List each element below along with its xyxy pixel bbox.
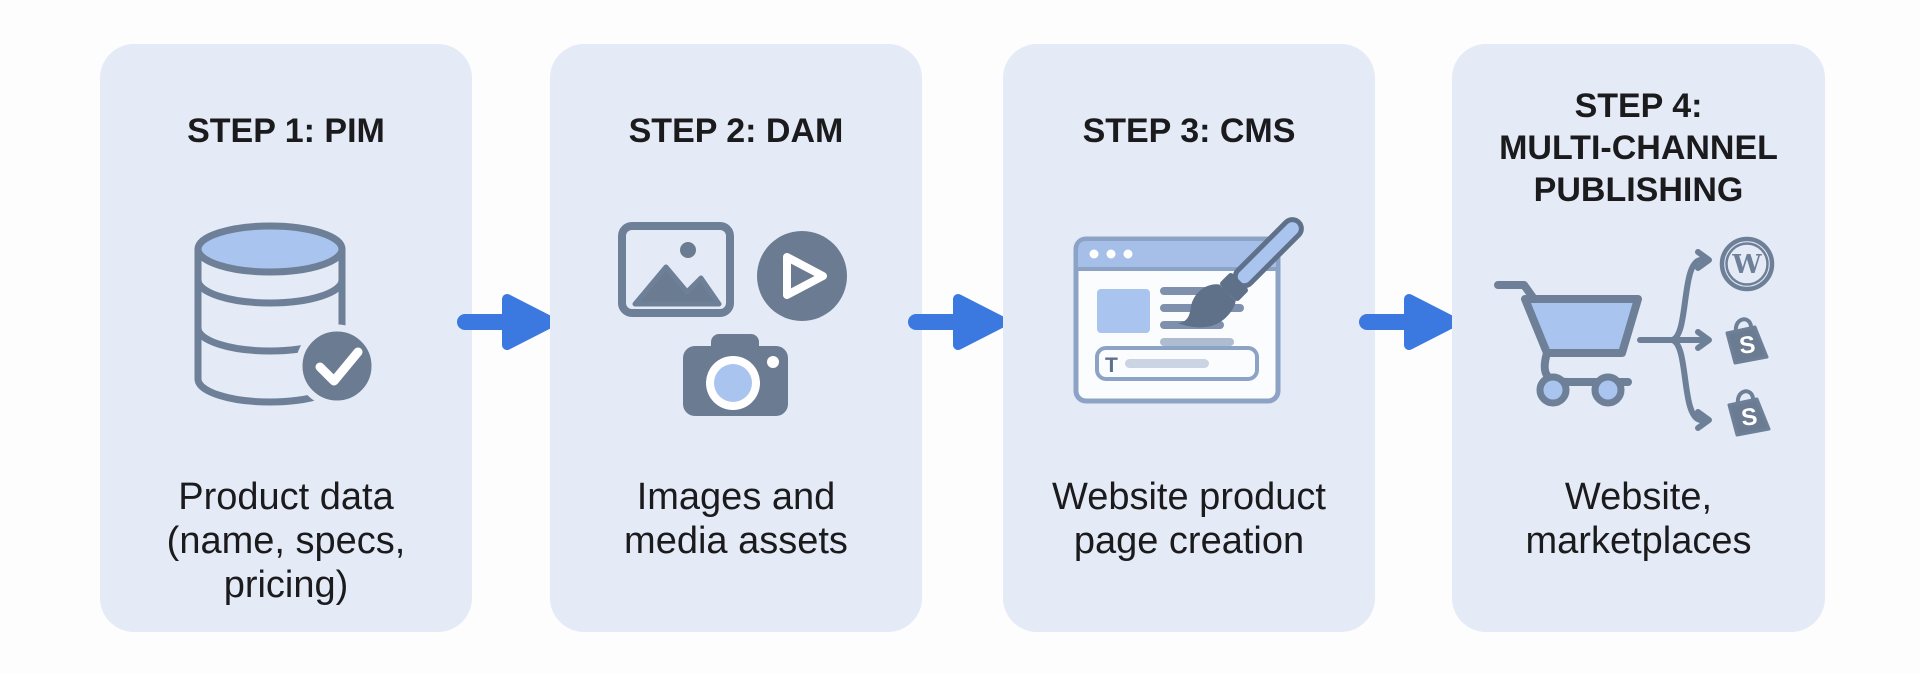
text-input-line — [1125, 359, 1209, 368]
desc-line: Website, — [1564, 476, 1713, 518]
desc-line: Images and — [636, 476, 836, 518]
check-icon — [315, 347, 363, 386]
step-4-title-line: PUBLISHING — [1533, 171, 1744, 209]
step-4-title-line: MULTI-CHANNEL — [1499, 129, 1778, 167]
shopping-cart-icon — [1494, 281, 1642, 407]
branch-arrowhead — [1695, 329, 1712, 351]
database-top — [194, 222, 346, 276]
check-badge — [295, 324, 379, 408]
wordpress-outer-circle — [1719, 236, 1775, 292]
wordpress-letter: W — [1731, 250, 1762, 280]
content-text-line — [1160, 338, 1234, 346]
titlebar-dot — [1123, 249, 1133, 259]
brush-ferrule — [1220, 273, 1248, 301]
image-frame — [618, 222, 734, 317]
shopify-icon: S — [1727, 389, 1771, 437]
shopify-bag — [1725, 325, 1769, 365]
database-band-1 — [194, 276, 346, 307]
step-3-title: STEP 3: CMS — [1003, 111, 1375, 151]
shopify-letter: S — [1740, 403, 1759, 432]
flow-arrow-icon — [1359, 294, 1459, 350]
step-card-1: STEP 1: PIM Product data (name, specs, p… — [100, 44, 472, 632]
arrow-head — [1404, 294, 1459, 350]
media-assets-icon — [618, 222, 847, 416]
cart-wheel — [1536, 373, 1570, 407]
text-input-letter: T — [1105, 354, 1118, 377]
brush-bristles — [1177, 284, 1236, 328]
cart-channels-icon: W S S — [1494, 236, 1775, 437]
step-2-title-line: STEP 2: DAM — [628, 112, 844, 150]
desc-line: Website product — [1052, 476, 1326, 518]
step-4-description: Website, marketplaces — [1452, 475, 1825, 563]
database-check-icon — [194, 222, 379, 408]
titlebar-dot — [1106, 249, 1116, 259]
step-2-title: STEP 2: DAM — [550, 111, 922, 151]
wordpress-inner-circle — [1725, 242, 1769, 286]
cart-handle — [1494, 281, 1538, 303]
step-card-2: STEP 2: DAM Images and media assets — [550, 44, 922, 632]
play-circle — [757, 231, 847, 321]
flow-arrow-icon — [457, 294, 557, 350]
branch-line-down — [1669, 337, 1707, 423]
arrow-head — [953, 294, 1008, 350]
step-4-title: STEP 4: MULTI-CHANNEL PUBLISHING — [1452, 85, 1825, 211]
shopify-icon: S — [1725, 317, 1769, 365]
play-icon — [757, 231, 847, 321]
camera-icon — [683, 334, 788, 416]
shopify-bag-handle — [1735, 389, 1755, 406]
browser-window-icon: T — [1073, 236, 1281, 404]
desc-line: pricing) — [223, 564, 349, 606]
desc-line: marketplaces — [1525, 520, 1752, 562]
image-mountains — [632, 264, 722, 307]
step-3-description: Website product page creation — [1003, 475, 1375, 563]
image-sun — [680, 242, 696, 258]
shopify-letter: S — [1738, 331, 1757, 360]
play-triangle — [783, 253, 827, 299]
desc-line: media assets — [624, 520, 848, 562]
branch-line-up — [1669, 257, 1707, 343]
step-4-title-line: STEP 4: — [1574, 87, 1703, 125]
cart-wheel — [1591, 373, 1625, 407]
cart-basket — [1521, 295, 1642, 357]
branch-arrowhead — [1695, 249, 1712, 271]
camera-lens — [714, 364, 752, 402]
flow-arrow-icon — [908, 294, 1008, 350]
step-3-title-line: STEP 3: CMS — [1082, 112, 1296, 150]
arrow-head — [502, 294, 557, 350]
shopify-bag — [1727, 397, 1771, 437]
branch-arrowhead — [1695, 409, 1712, 431]
shopify-bag-handle — [1733, 317, 1753, 334]
paintbrush-icon — [1177, 217, 1304, 328]
desc-line: page creation — [1073, 520, 1305, 562]
step-card-3: STEP 3: CMS T — [1003, 44, 1375, 632]
content-image-placeholder — [1097, 289, 1150, 333]
titlebar-dot — [1089, 249, 1099, 259]
step-2-description: Images and media assets — [550, 475, 922, 563]
browser-paintbrush-icon: T — [1073, 217, 1304, 404]
step-1-title-line: STEP 1: PIM — [187, 112, 385, 150]
desc-line: (name, specs, — [166, 520, 406, 562]
step-1-title: STEP 1: PIM — [100, 111, 472, 151]
camera-flash-dot — [767, 356, 779, 368]
desc-line: Product data — [178, 476, 394, 518]
wordpress-icon: W — [1719, 236, 1775, 292]
branch-arrows-icon — [1637, 249, 1712, 431]
image-icon — [618, 222, 734, 317]
step-1-description: Product data (name, specs, pricing) — [100, 475, 472, 607]
step-card-4: STEP 4: MULTI-CHANNEL PUBLISHING — [1452, 44, 1825, 632]
